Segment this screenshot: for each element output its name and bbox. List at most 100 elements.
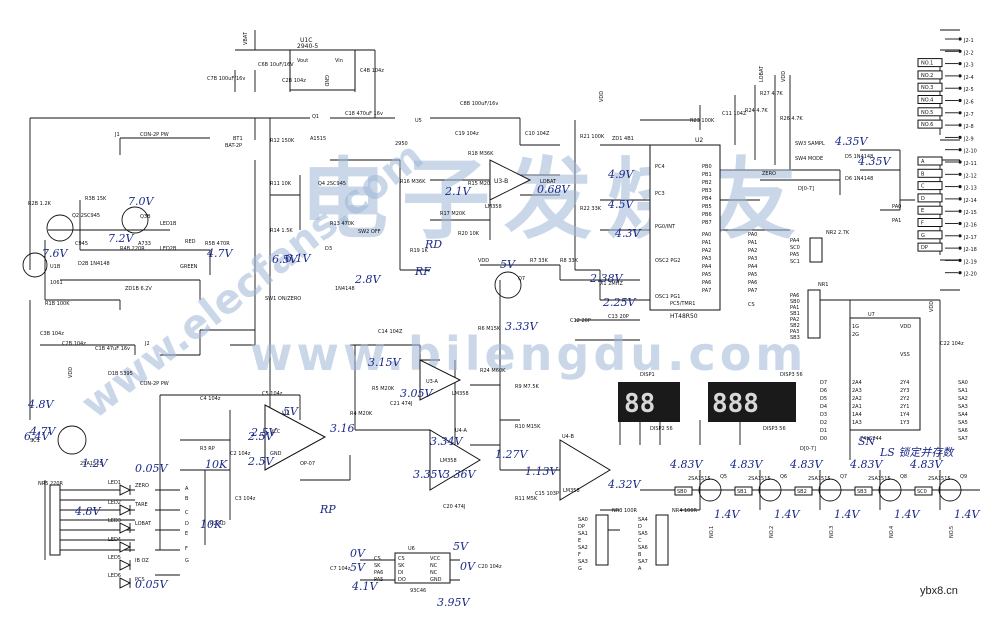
svg-text:PG0/INT: PG0/INT — [655, 224, 676, 230]
driver-part: 2SA1515 — [748, 476, 771, 482]
led-net: B — [185, 496, 189, 502]
svg-text:NR5 220R: NR5 220R — [38, 481, 64, 487]
resnet-nr1: NR1 PA6 SB0 PA1 SB1 PA2 SB2 PA3 SB3 — [790, 282, 828, 341]
svg-text:CS: CS — [398, 556, 405, 562]
svg-text:D4: D4 — [820, 404, 827, 410]
svg-text:PA6: PA6 — [790, 293, 799, 299]
opamp-u3b: U3-B LM358 LOBAT — [485, 159, 557, 210]
led-net: C — [185, 510, 189, 516]
j2-pin-dot — [958, 185, 962, 189]
svg-text:SA5: SA5 — [958, 420, 968, 426]
led-label: IB OZ — [135, 558, 149, 564]
opamp-u1: U1 VCC GND OP-07 C5 104z R3 RP C2 104z C… — [200, 329, 412, 527]
svg-text:R19 1K: R19 1K — [410, 248, 429, 254]
svg-text:PA0: PA0 — [892, 204, 901, 210]
svg-text:BAT-2P: BAT-2P — [225, 143, 242, 149]
j2-pin-dot — [958, 135, 962, 139]
svg-text:D3: D3 — [820, 412, 827, 418]
svg-text:OSC2 PG2: OSC2 PG2 — [655, 258, 680, 264]
resnet-nr2: NR2 2.7K PA4 SC0 PA5 SC1 — [790, 230, 850, 265]
svg-text:LM358: LM358 — [485, 204, 502, 210]
driver-net: NO.5 — [949, 526, 955, 538]
j2-pin-label: J2-7 — [963, 112, 974, 118]
svg-text:G: G — [578, 566, 582, 572]
voltage-annotation: 10K — [200, 518, 223, 531]
svg-text:R21 100K: R21 100K — [580, 134, 605, 140]
j2-net-flag — [917, 58, 943, 68]
voltage-annotation: 6.1V — [285, 252, 311, 265]
svg-text:R17 M20K: R17 M20K — [440, 211, 466, 217]
voltage-annotation: 4.1V — [351, 580, 378, 593]
voltage-annotation: 2.8V — [354, 273, 381, 286]
svg-text:LM358: LM358 — [563, 488, 580, 494]
svg-text:PA7: PA7 — [748, 288, 757, 294]
svg-text:D[0-7]: D[0-7] — [800, 446, 816, 452]
j2-pin-label: J2-13 — [963, 186, 977, 192]
svg-text:SA4: SA4 — [638, 517, 648, 523]
svg-text:SA0: SA0 — [958, 380, 968, 386]
opamp-u4b: U4-B LM358 — [559, 434, 611, 501]
driver-part: 2SA1515 — [868, 476, 891, 482]
j2-pin-dot — [958, 271, 962, 275]
svg-text:CS: CS — [374, 556, 381, 562]
svg-text:PA6: PA6 — [748, 280, 757, 286]
voltage-annotation: 1.27V — [495, 448, 528, 461]
j2-pin-dot — [958, 98, 962, 103]
j2-net-flag — [917, 119, 943, 129]
led-column: LED1LED2LED3LED4LED5LED6ZEROTARELOBATIB … — [108, 480, 189, 589]
driver-signal-flag — [854, 486, 873, 496]
svg-text:LOBAT: LOBAT — [540, 179, 557, 185]
svg-text:R3B 15K: R3B 15K — [85, 196, 107, 202]
resnet-nr4: NR4 100R SA4 D SA5 C SA6 B SA7 A — [638, 508, 698, 572]
svg-text:PA6: PA6 — [374, 570, 383, 576]
svg-text:ybx8.cn: ybx8.cn — [920, 585, 958, 597]
driver-net: NO.2 — [769, 526, 775, 538]
voltage-annotation: 3.15V — [368, 356, 401, 369]
j2-pin-label: J2-3 — [963, 63, 974, 69]
svg-text:PB1: PB1 — [702, 172, 712, 178]
svg-text:D1: D1 — [820, 428, 827, 434]
led-symbol — [119, 484, 132, 496]
svg-text:VDD: VDD — [781, 71, 787, 82]
svg-text:PB0: PB0 — [702, 164, 712, 170]
svg-text:Vin: Vin — [335, 58, 343, 64]
svg-text:SC0: SC0 — [790, 245, 800, 251]
svg-text:PA4: PA4 — [702, 264, 711, 270]
svg-text:C20 104z: C20 104z — [478, 564, 502, 570]
driver-ref: Q8 — [900, 474, 907, 480]
voltage-annotation: 7.2V — [108, 232, 134, 245]
j2-pin-label: J2-9 — [963, 136, 974, 142]
svg-text:NR3 100R: NR3 100R — [612, 508, 638, 514]
svg-text:PA0: PA0 — [702, 232, 711, 238]
driver-part: 2SA1515 — [808, 476, 831, 482]
svg-text:C20 474J: C20 474J — [443, 504, 465, 510]
voltage-annotation: 2.5V — [247, 430, 274, 443]
j2-net-label: NO.6 — [921, 122, 933, 128]
voltage-annotation: 0V — [350, 547, 366, 560]
svg-text:C: C — [638, 538, 642, 544]
j2-pin-dot — [958, 221, 962, 226]
driver-base-voltage: 4.83V — [909, 458, 943, 471]
led-ref: LED4 — [108, 537, 121, 543]
voltage-annotation: 2.5V — [250, 426, 277, 439]
svg-text:D2: D2 — [820, 420, 827, 426]
j2-net-label: DP — [921, 245, 928, 251]
voltage-annotation: 3.95V — [437, 596, 470, 609]
j2-pin-label: J2-19 — [963, 259, 977, 265]
svg-text:PA7: PA7 — [702, 288, 711, 294]
svg-text:C13 20P: C13 20P — [608, 314, 629, 320]
svg-text:R27 4.7K: R27 4.7K — [760, 91, 783, 97]
voltage-annotation: 7.6V — [42, 247, 68, 260]
svg-text:D0: D0 — [820, 436, 827, 442]
j2-pin-label: J2-14 — [963, 198, 977, 204]
led-label: ZERO — [135, 483, 149, 489]
voltage-annotation: 4.3V — [614, 227, 641, 240]
svg-text:PA2: PA2 — [748, 248, 757, 254]
svg-text:C4B 104z: C4B 104z — [360, 68, 384, 74]
voltage-annotation: 7.0V — [128, 195, 154, 208]
svg-text:C5 104z: C5 104z — [262, 391, 283, 397]
svg-text:PA1: PA1 — [702, 240, 711, 246]
j2-net-flag — [917, 82, 943, 92]
svg-text:NR4 100R: NR4 100R — [672, 508, 698, 514]
voltage-annotation: 6.5V — [272, 253, 298, 266]
